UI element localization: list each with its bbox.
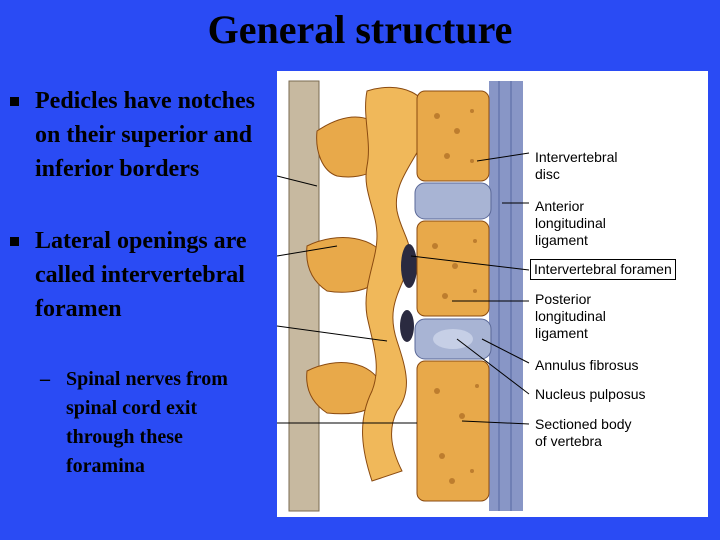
bullet-marker — [10, 97, 19, 106]
label-annulus-fibrosus: Annulus fibrosus — [535, 357, 639, 373]
slide-title: General structure — [207, 7, 513, 52]
bullet-marker — [10, 237, 19, 246]
label-anterior-longitudinal-ligament: Anterior longitudinal ligament — [535, 198, 606, 248]
label-intervertebral-foramen: Intervertebral foramen — [530, 259, 676, 280]
label-posterior-longitudinal-ligament: Posterior longitudinal ligament — [535, 291, 606, 341]
label-intervertebral-disc: Intervertebral disc — [535, 149, 618, 182]
bullet-text: Pedicles have notches on their superior … — [35, 88, 255, 182]
sub-bullet-dash: – — [40, 368, 50, 390]
bullet-text: Lateral openings are called intervertebr… — [35, 228, 247, 322]
sub-bullet-text: Spinal nerves from spinal cord exit thro… — [66, 368, 228, 477]
label-sectioned-body-of-vertebra: Sectioned body of vertebra — [535, 416, 632, 449]
label-nucleus-pulposus: Nucleus pulposus — [535, 386, 646, 402]
spine-illustration — [277, 80, 530, 512]
spine-figure: Intervertebral disc Anterior longitudina… — [277, 71, 708, 517]
